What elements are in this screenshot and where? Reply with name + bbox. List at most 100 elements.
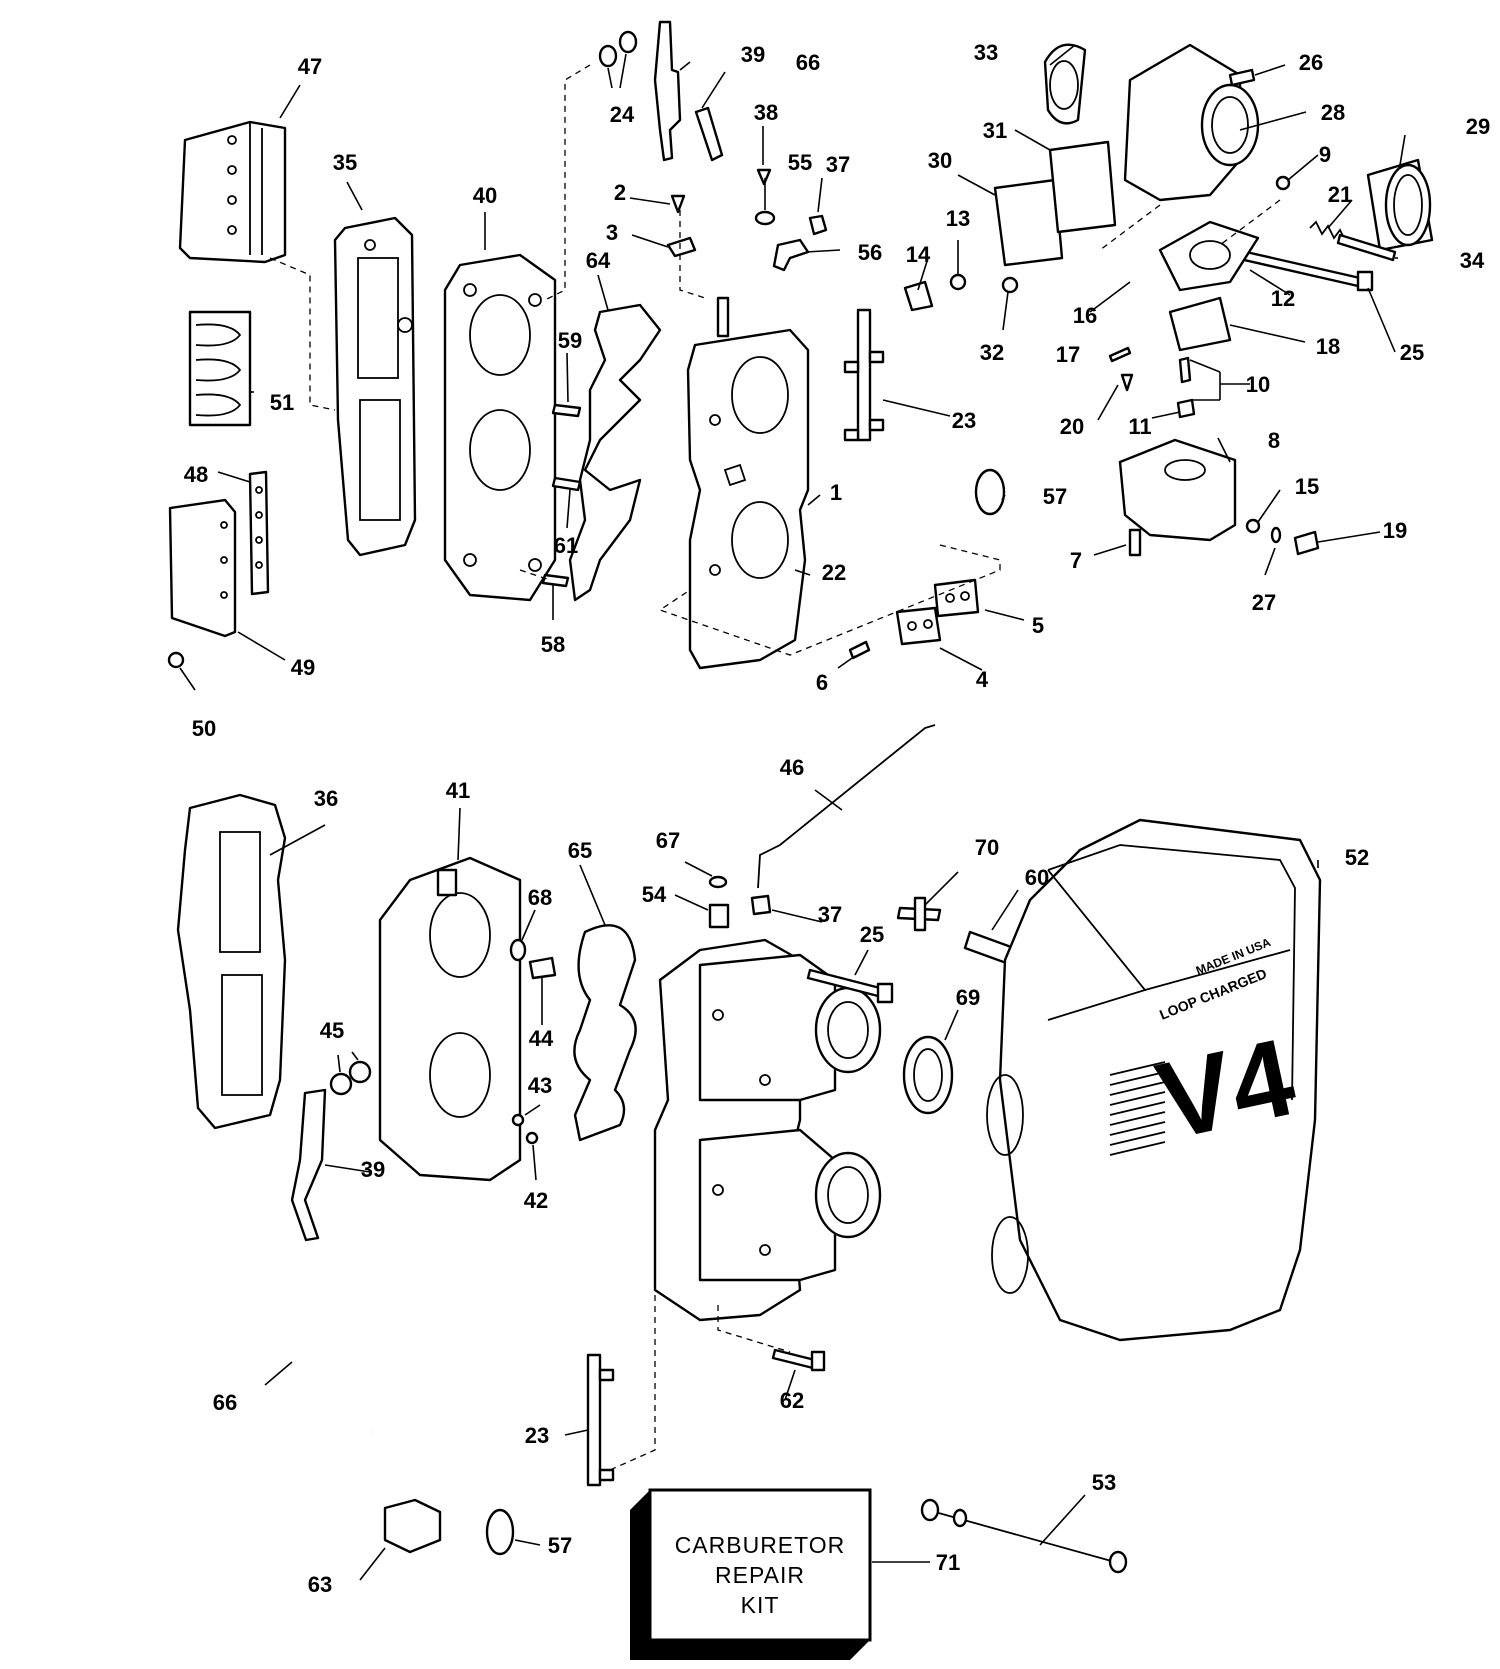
- spring-21: [1309, 220, 1347, 243]
- callout-65: 65: [568, 838, 592, 863]
- callout-62: 62: [780, 1388, 804, 1413]
- manifold-gasket-65: [573, 924, 637, 1142]
- seat-11: [1176, 398, 1196, 419]
- gasket-12: [1158, 220, 1260, 292]
- float-18: [1168, 296, 1232, 352]
- callout-56: 56: [858, 240, 882, 265]
- callout-20: 20: [1060, 414, 1084, 439]
- callout-1: 1: [830, 480, 842, 505]
- callout-58: 58: [541, 632, 565, 657]
- callout-13: 13: [946, 206, 970, 231]
- washer-55: [754, 210, 776, 226]
- washers-45: [329, 1060, 372, 1096]
- kit-line-3: KIT: [741, 1592, 780, 1618]
- reed-plate-housing-47: [178, 120, 287, 264]
- callout-70: 70: [975, 835, 999, 860]
- callout-22: 22: [822, 560, 846, 585]
- callout-57-upper: 57: [1043, 484, 1067, 509]
- carburetor-repair-kit-71: CARBURETOR REPAIR KIT: [630, 1488, 872, 1660]
- fitting-44: [528, 956, 557, 980]
- fuel-tee-23-upper: [843, 308, 885, 442]
- callout-17: 17: [1056, 342, 1080, 367]
- callout-15: 15: [1295, 474, 1319, 499]
- callout-68: 68: [528, 885, 552, 910]
- screw-25-lower: [806, 968, 894, 1004]
- screw-9: [1275, 175, 1291, 191]
- clamp-57-lower: [485, 1508, 515, 1556]
- callout-39-upper: 39: [741, 42, 765, 67]
- screw-50: [167, 651, 185, 669]
- screw-32: [1001, 276, 1019, 294]
- screw-15: [1245, 518, 1261, 534]
- callout-18: 18: [1316, 334, 1340, 359]
- callout-49: 49: [291, 655, 315, 680]
- callout-12: 12: [1271, 286, 1295, 311]
- manifold-gasket-64: [568, 303, 662, 602]
- washer-68: [509, 938, 527, 962]
- spacer-54: [708, 903, 730, 929]
- screw-58: [541, 573, 570, 588]
- gasket-35: [333, 216, 417, 557]
- cover-30: [993, 178, 1064, 267]
- callout-41: 41: [446, 778, 470, 803]
- float-bowl-8: [1118, 438, 1237, 542]
- gasket-4: [895, 606, 942, 646]
- primer-fitting-39-lower: [290, 1088, 327, 1242]
- callout-42: 42: [524, 1188, 548, 1213]
- screw-2: [670, 194, 686, 214]
- callout-66-lower: 66: [213, 1390, 237, 1415]
- callout-64: 64: [586, 248, 611, 273]
- callout-63: 63: [308, 1572, 332, 1597]
- callout-47: 47: [298, 54, 322, 79]
- callout-66-upper: 66: [796, 50, 820, 75]
- callout-numbers: 47 35 40 24 39 66 38 55 37 2 3 56 64 59 …: [184, 40, 1490, 1597]
- needle-valve-10: [1178, 356, 1192, 384]
- plug-43: [511, 1113, 525, 1127]
- callout-6: 6: [816, 670, 828, 695]
- cap-37-upper: [808, 214, 828, 236]
- callout-37-upper: 37: [826, 152, 850, 177]
- plug-42: [525, 1131, 539, 1145]
- callout-33: 33: [974, 40, 998, 65]
- hose-66-lower: [277, 1209, 374, 1436]
- callout-46: 46: [780, 755, 804, 780]
- carburetor-assembly-lower: [653, 938, 882, 1322]
- callout-55: 55: [788, 150, 812, 175]
- clamp-57-upper: [974, 468, 1006, 516]
- cover-model-text: V4: [1147, 1015, 1304, 1163]
- callout-14: 14: [906, 242, 931, 267]
- callout-32: 32: [980, 340, 1004, 365]
- callout-3: 3: [606, 220, 618, 245]
- diaphragm-31: [1048, 140, 1117, 234]
- callout-52: 52: [1345, 845, 1369, 870]
- callout-29: 29: [1466, 114, 1490, 139]
- plug-19: [1293, 530, 1320, 556]
- screw-6: [848, 640, 871, 660]
- callout-43: 43: [528, 1073, 552, 1098]
- callout-40: 40: [473, 183, 497, 208]
- screw-7: [1128, 528, 1142, 557]
- callout-5: 5: [1032, 613, 1044, 638]
- alignment-lines: [269, 64, 1281, 1471]
- washer-27: [1270, 526, 1282, 544]
- callout-23-lower: 23: [525, 1423, 549, 1448]
- callout-38: 38: [754, 100, 778, 125]
- intake-manifold-40: [443, 253, 557, 602]
- callout-45: 45: [320, 1018, 344, 1043]
- callout-31: 31: [983, 118, 1007, 143]
- sleeve-29: [1366, 158, 1434, 252]
- carburetor-lower-section-22: [723, 463, 747, 487]
- screw-62: [771, 1348, 826, 1372]
- cover-grille: [1109, 1061, 1166, 1156]
- callout-37-lower: 37: [818, 902, 842, 927]
- pin-17: [1108, 346, 1132, 363]
- callout-26: 26: [1299, 50, 1323, 75]
- throttle-body-28: [1123, 43, 1260, 202]
- callout-61: 61: [554, 533, 578, 558]
- callout-39-lower: 39: [361, 1157, 385, 1182]
- leader-lines: [179, 44, 1406, 1581]
- callout-25-upper: 25: [1400, 340, 1424, 365]
- callout-51: 51: [270, 390, 294, 415]
